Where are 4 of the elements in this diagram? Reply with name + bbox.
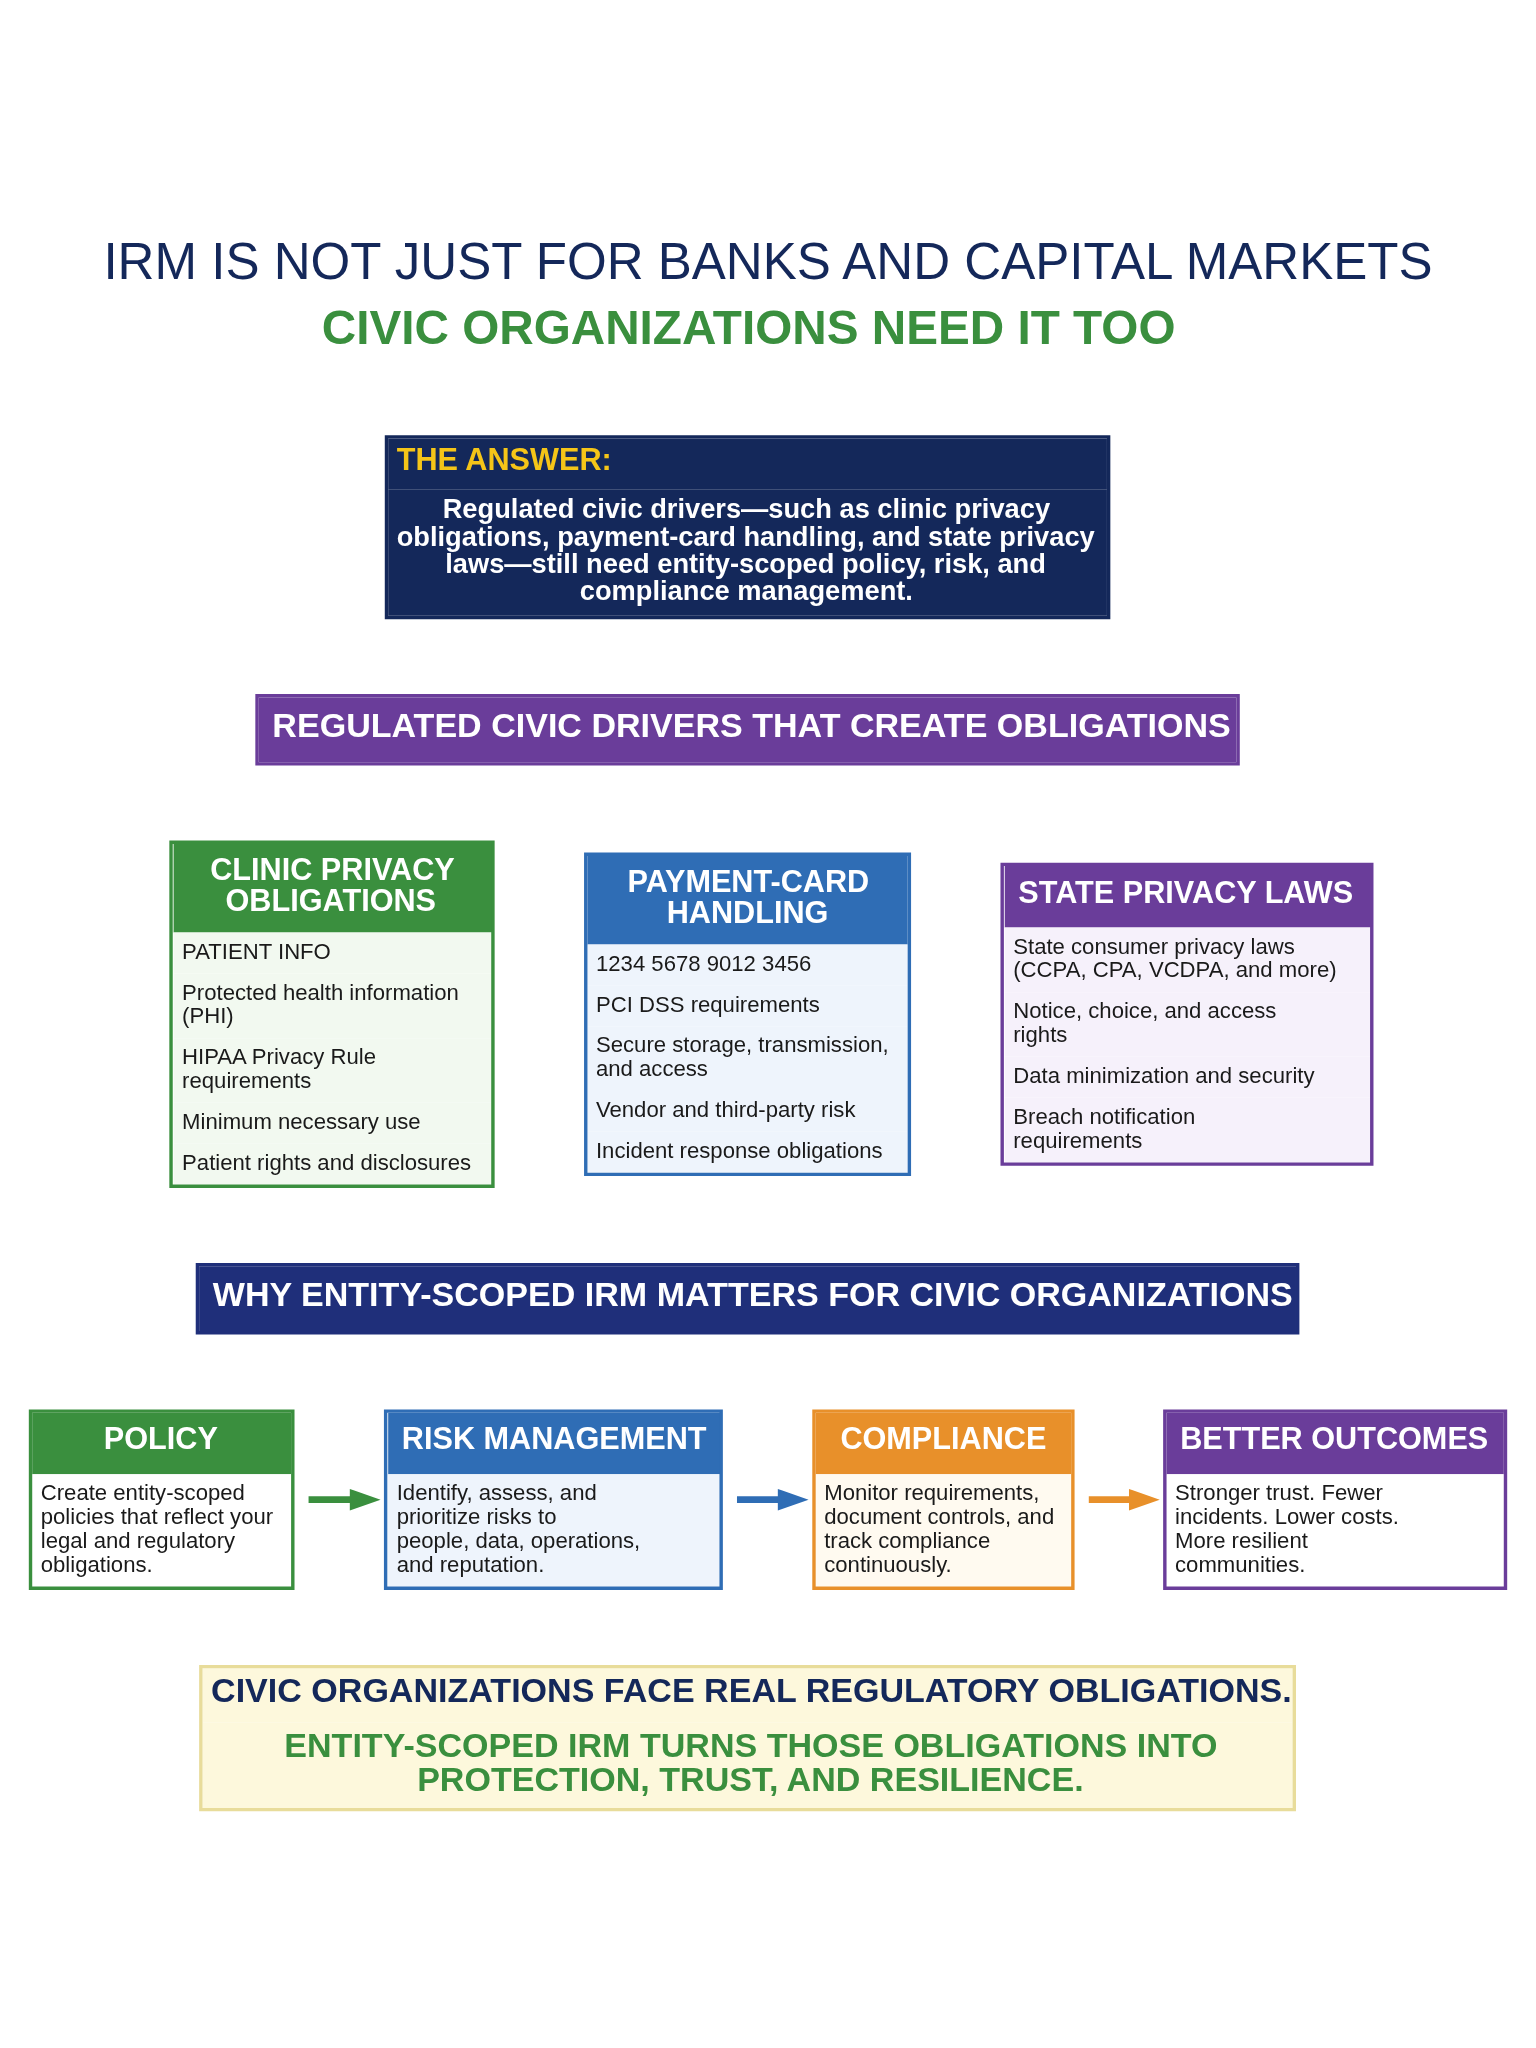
arrow xyxy=(1088,1488,1160,1510)
diagram-title: IRM IS NOT JUST FOR BANKS AND CAPITAL MARKETS xyxy=(103,232,1433,289)
arrow xyxy=(308,1488,381,1510)
label: CIVIC ORGANIZATIONS NEED IT TOO xyxy=(321,300,1176,354)
